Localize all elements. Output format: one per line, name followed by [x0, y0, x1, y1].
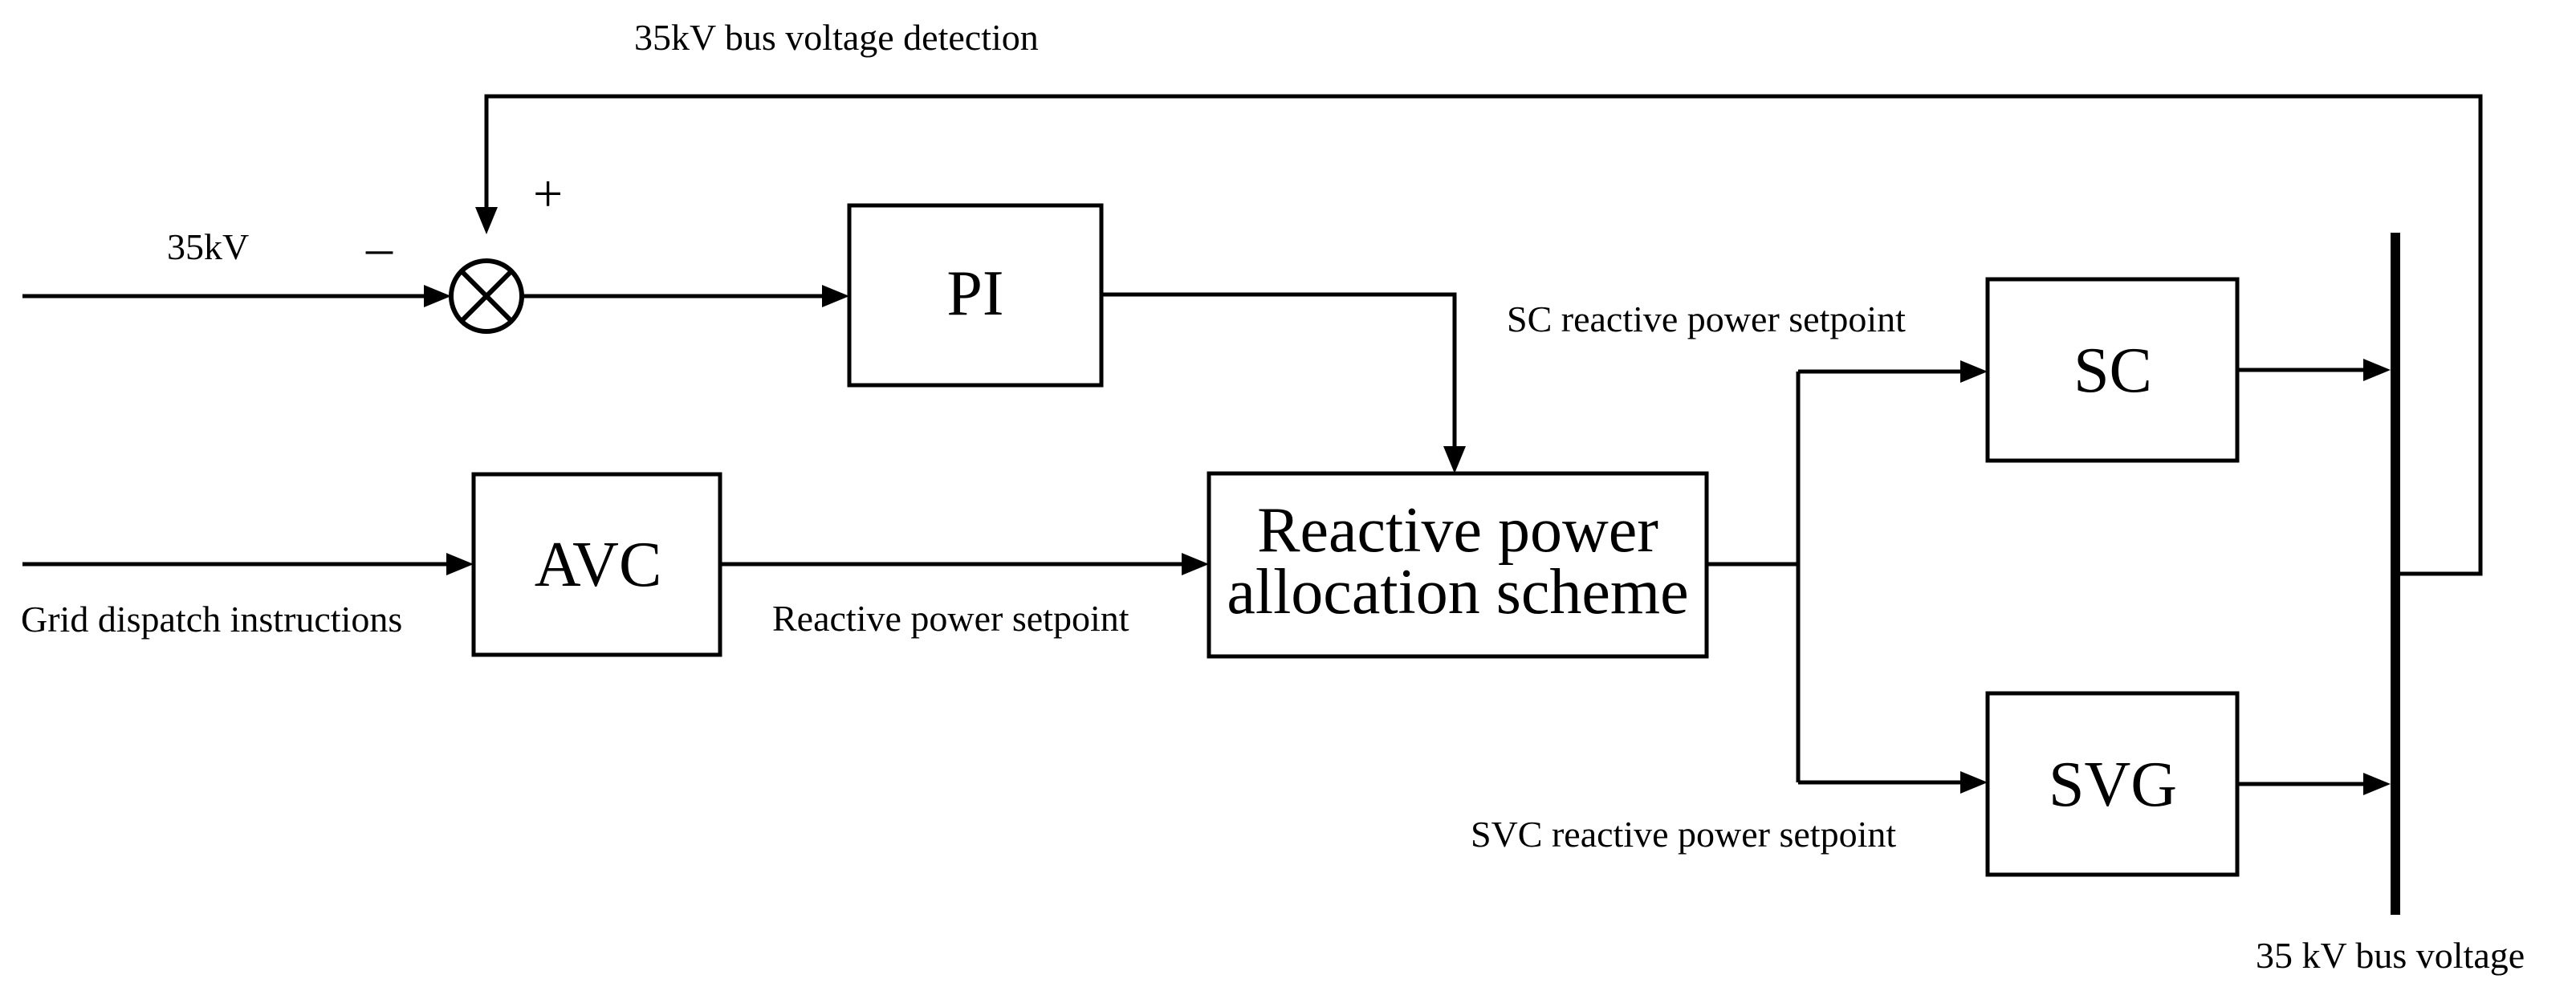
- sc-block: [1985, 277, 2240, 463]
- svg-block-label: SVG: [2049, 749, 2177, 820]
- avc-block-label: AVC: [535, 530, 662, 600]
- allocation-block: [1207, 471, 1709, 659]
- avc-output-arrowhead: [1182, 553, 1209, 575]
- bus-voltage-label: 35 kV bus voltage: [2256, 935, 2525, 976]
- summing-junction-icon: [449, 258, 524, 334]
- sc-block-label: SC: [2073, 335, 2152, 406]
- feedback-arrowhead: [475, 207, 498, 234]
- bus-voltage-detection-label: 35kV bus voltage detection: [634, 17, 1039, 58]
- pi-output-arrowhead: [1443, 446, 1466, 473]
- svg-block: [1985, 691, 2240, 877]
- sc-input-arrowhead: [1960, 360, 1988, 383]
- pi-block-label: PI: [946, 258, 1003, 329]
- input-35kv-arrowhead: [424, 285, 451, 307]
- allocation-block-label-line2: allocation scheme: [1227, 557, 1688, 628]
- input-35kv-label: 35kV: [167, 226, 249, 267]
- allocation-block-label-line1: Reactive power: [1257, 495, 1658, 566]
- reactive-power-setpoint-label: Reactive power setpoint: [772, 598, 1129, 639]
- error-arrowhead: [822, 285, 849, 307]
- pi-output-line: [1101, 292, 1457, 449]
- svg-input-arrowhead: [1960, 771, 1988, 794]
- sc-setpoint-label: SC reactive power setpoint: [1507, 299, 1906, 339]
- feedback-line: [484, 94, 2483, 576]
- svg-output-arrowhead: [2363, 773, 2391, 795]
- minus-sign: –: [365, 218, 393, 277]
- sc-output-arrowhead: [2363, 359, 2391, 381]
- svc-setpoint-label: SVC reactive power setpoint: [1471, 814, 1896, 855]
- grid-dispatch-arrowhead: [446, 553, 474, 575]
- grid-dispatch-label: Grid dispatch instructions: [21, 599, 402, 640]
- avc-block: [471, 472, 722, 657]
- plus-sign: +: [533, 165, 563, 223]
- allocation-output-line: [1707, 369, 1967, 785]
- pi-block: [847, 203, 1104, 388]
